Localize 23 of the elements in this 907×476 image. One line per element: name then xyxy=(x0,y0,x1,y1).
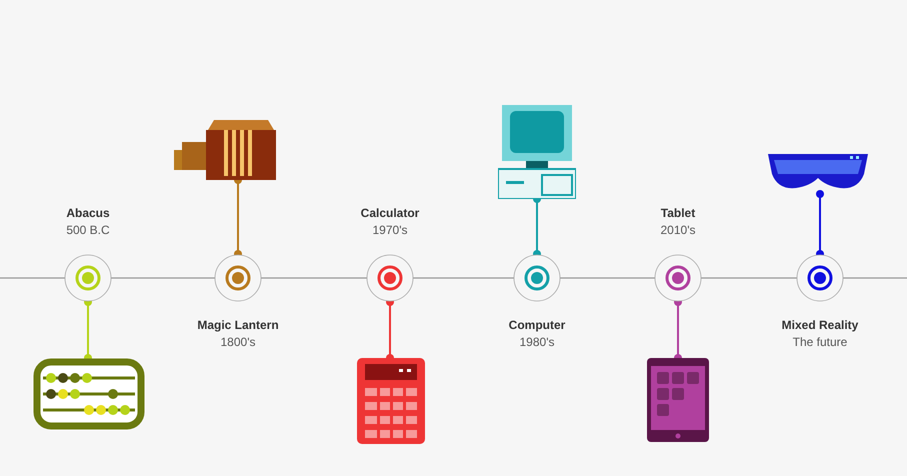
tablet-drawing xyxy=(647,358,709,442)
timeline-marker xyxy=(366,254,414,302)
milestone-name: Calculator xyxy=(360,206,420,220)
milestone-date: The future xyxy=(792,335,848,349)
magic-lantern-drawing xyxy=(172,120,276,180)
milestone-name: Magic Lantern xyxy=(197,318,279,332)
timeline-marker xyxy=(64,254,112,302)
milestone-name: Mixed Reality xyxy=(782,318,858,332)
milestone-name: Tablet xyxy=(660,206,696,220)
milestone-date: 1970's xyxy=(372,223,408,237)
timeline-marker xyxy=(654,254,702,302)
milestone-name: Computer xyxy=(508,318,566,332)
computer-drawing xyxy=(498,105,576,199)
milestone-date: 1980's xyxy=(520,335,554,349)
milestone-date: 2010's xyxy=(660,223,696,237)
timeline-marker xyxy=(796,254,844,302)
milestone-date: 500 B.C xyxy=(66,223,110,237)
calculator-drawing xyxy=(357,358,425,444)
timeline-marker xyxy=(513,254,561,302)
abacus-drawing xyxy=(33,358,145,430)
milestone-name: Abacus xyxy=(66,206,110,220)
timeline-marker xyxy=(214,254,262,302)
milestone-date: 1800's xyxy=(220,335,256,349)
